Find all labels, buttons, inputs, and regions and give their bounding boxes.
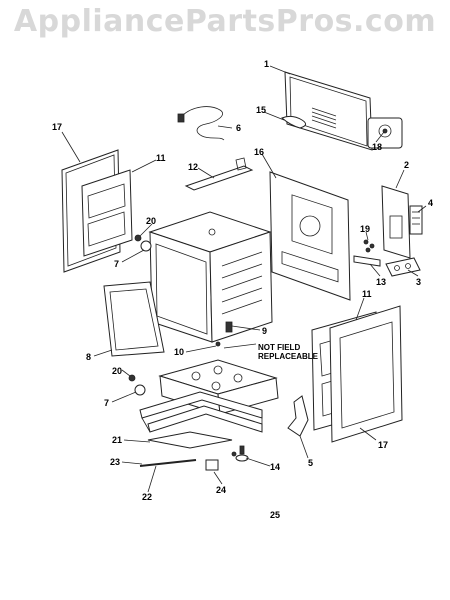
label-23: 23: [110, 457, 120, 467]
label-6: 6: [236, 123, 241, 133]
label-1: 1: [264, 59, 269, 69]
part-side-panel-right: [329, 305, 403, 443]
label-22: 22: [142, 492, 152, 502]
label-18: 18: [372, 142, 382, 152]
part-mount-plate: [385, 257, 421, 277]
part-rear-panel: [284, 71, 373, 151]
part-rear-frame: [269, 171, 351, 301]
part-leveling-leg: [235, 445, 249, 462]
part-20-lower: [128, 374, 136, 382]
note-line-1: NOT FIELD: [258, 343, 300, 352]
part-bracket-13: [353, 255, 381, 267]
part-oven-cavity: [148, 211, 273, 343]
label-16: 16: [254, 147, 264, 157]
part-rail-23: [139, 459, 197, 467]
part-7-lower: [134, 384, 146, 396]
label-19: 19: [360, 224, 370, 234]
label-4: 4: [428, 198, 433, 208]
label-17-right: 17: [378, 440, 388, 450]
label-11-left: 11: [156, 153, 166, 163]
label-8: 8: [86, 352, 91, 362]
part-10: [215, 341, 221, 347]
label-11-right: 11: [362, 289, 372, 299]
label-7-upper: 7: [114, 259, 119, 269]
part-9: [225, 321, 233, 333]
label-20-lower: 20: [112, 366, 122, 376]
label-24: 24: [216, 485, 226, 495]
part-sensor: [367, 117, 403, 149]
part-rail-21: [147, 431, 233, 449]
part-screw-14: [231, 451, 237, 457]
part-anti-tip-bracket: [287, 395, 309, 437]
part-top-bracket: [184, 165, 254, 191]
label-13: 13: [376, 277, 386, 287]
note-line-2: REPLACEABLE: [258, 352, 319, 361]
part-power-cord: [181, 106, 225, 141]
label-7-lower: 7: [104, 398, 109, 408]
part-oven-bottom: [103, 281, 165, 357]
leader-lines: [61, 65, 427, 493]
part-screws-19: [363, 239, 375, 253]
part-terminal-cover: [381, 185, 411, 259]
label-2: 2: [404, 160, 409, 170]
watermark: AppliancePartsPros.com: [13, 4, 437, 39]
label-17-left: 17: [52, 122, 62, 132]
label-21: 21: [112, 435, 122, 445]
part-insulation-strip: [281, 115, 306, 129]
label-9: 9: [262, 326, 267, 336]
label-25: 25: [270, 510, 280, 520]
label-10: 10: [174, 347, 184, 357]
label-5: 5: [308, 458, 313, 468]
part-24: [205, 459, 219, 471]
label-3: 3: [416, 277, 421, 287]
part-drawer-frame: [139, 391, 263, 433]
part-side-insulation-left: [81, 169, 133, 257]
label-14: 14: [270, 462, 280, 472]
part-cord-plug: [177, 113, 185, 123]
part-20-upper: [134, 234, 142, 242]
part-7-upper: [140, 240, 152, 252]
label-12: 12: [188, 162, 198, 172]
label-15: 15: [256, 105, 266, 115]
label-20-upper: 20: [146, 216, 156, 226]
part-labels: 1 15 6 18 17 11 12 16 2 4 3 19 13 20 7 8…: [52, 59, 433, 520]
